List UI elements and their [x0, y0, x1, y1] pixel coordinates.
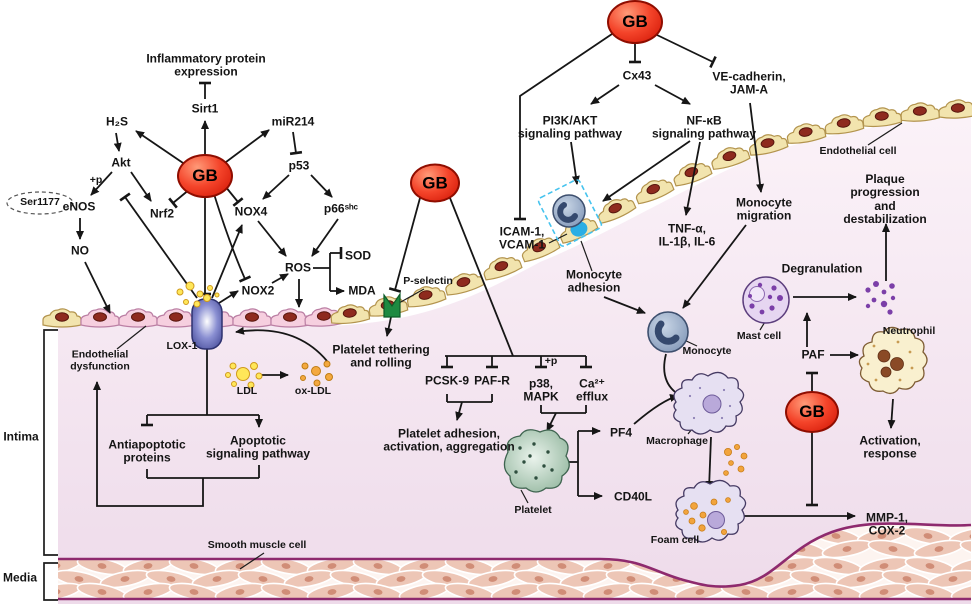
- adhering-monocyte: [537, 179, 603, 247]
- gb-node-top: GB: [607, 0, 663, 44]
- intima-region: [58, 116, 971, 604]
- endothelial-cell: [786, 123, 827, 144]
- endothelial-cell: [232, 308, 272, 328]
- endothelial-cell: [938, 99, 972, 119]
- smooth-muscle-cell: [950, 582, 971, 599]
- smooth-muscle-cell: [959, 539, 971, 559]
- endothelial-cell: [598, 198, 637, 224]
- endothelial-cell: [445, 273, 485, 296]
- gb-node-left: GB: [177, 154, 233, 198]
- endothelial-cell: [118, 308, 158, 328]
- intima-bracket: [43, 329, 58, 601]
- endothelial-cell: [635, 179, 675, 205]
- smooth-muscle-cell: [812, 556, 864, 576]
- neutrophil-cell: [858, 326, 928, 395]
- endothelial-cell: [330, 304, 371, 325]
- gb-node-middle: GB: [410, 163, 460, 203]
- reactive-particles: [176, 281, 220, 308]
- smooth-muscle-cell: [904, 556, 956, 576]
- gb-node-right: GB: [785, 391, 839, 433]
- endothelial-cell: [42, 308, 82, 328]
- mast-cell: [742, 276, 790, 324]
- endothelial-cell: [270, 308, 310, 328]
- endothelial-cell: [749, 134, 789, 156]
- endothelial-cell: [521, 237, 561, 263]
- endothelial-cell: [824, 114, 865, 135]
- endothelial-cell: [711, 147, 751, 170]
- endothelial-cell: [406, 286, 447, 308]
- degranulation-granules: [865, 281, 896, 315]
- ser1177-ellipse: [6, 191, 74, 215]
- media-layer: [58, 522, 972, 601]
- endothelial-cell: [156, 308, 196, 328]
- p-selectin-molecule: [383, 292, 401, 318]
- endothelium: [42, 99, 972, 328]
- oxldl-particles: [300, 360, 333, 387]
- endothelial-cell: [900, 102, 941, 122]
- edges: [76, 33, 896, 520]
- foam-cell: [675, 479, 747, 543]
- monocyte-cell: [647, 311, 689, 353]
- macrophage-cell: [673, 371, 745, 435]
- platelet-cell: [503, 429, 570, 493]
- endothelial-cell: [80, 308, 120, 328]
- ldl-particles: [225, 362, 263, 389]
- endothelial-cell: [862, 107, 903, 128]
- endothelial-cell: [483, 257, 523, 281]
- lox1-receptor: [191, 294, 223, 350]
- lipid-droplets: [723, 443, 748, 476]
